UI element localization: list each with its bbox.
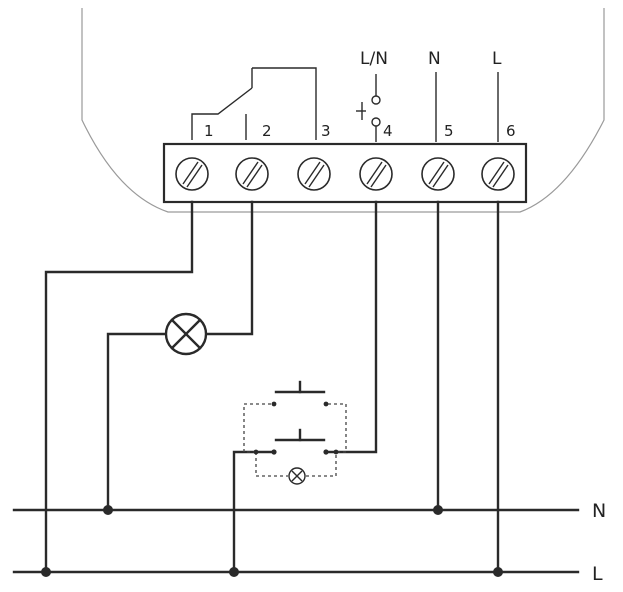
terminal-number-6: 6	[506, 122, 516, 140]
wire-lamp-to-n	[106, 332, 168, 512]
junction-lamp-n	[103, 505, 113, 515]
small-lamp-x-icon	[253, 449, 339, 485]
terminal-screws	[175, 157, 515, 191]
junction-terminal-5-n	[433, 505, 443, 515]
screw-2-icon	[235, 157, 269, 191]
terminal-number-3: 3	[321, 122, 331, 140]
screw-4-icon	[359, 157, 393, 191]
bus-label-n: N	[592, 500, 606, 522]
screw-5-icon	[421, 157, 455, 191]
junction-terminal-6-l	[493, 567, 503, 577]
push-button-terminal-4-icon	[356, 74, 381, 142]
terminal-number-4: 4	[383, 122, 393, 140]
junction-button-l	[229, 567, 239, 577]
screw-6-icon	[481, 157, 515, 191]
screw-3-icon	[297, 157, 331, 191]
wire-button-to-l	[232, 450, 276, 574]
relay-contact-icon	[191, 67, 317, 140]
screw-1-icon	[175, 157, 209, 191]
terminal-number-1: 1	[204, 122, 214, 140]
terminal-block	[162, 142, 528, 204]
lamp-x-icon	[164, 312, 208, 356]
wire-terminal-4-to-button	[324, 200, 378, 454]
wire-terminal-2-to-lamp	[204, 200, 254, 336]
label-n-top: N	[428, 49, 441, 69]
junction-terminal-1-l	[41, 567, 51, 577]
terminal-number-2: 2	[262, 122, 272, 140]
wire-terminal-1-to-l	[44, 200, 194, 574]
label-ln: L/N	[360, 49, 388, 69]
label-l-top: L	[492, 49, 502, 69]
push-button-icon	[271, 428, 329, 455]
optional-push-button-icon	[243, 380, 347, 453]
terminal-number-5: 5	[444, 122, 454, 140]
bus-label-l: L	[592, 563, 603, 585]
